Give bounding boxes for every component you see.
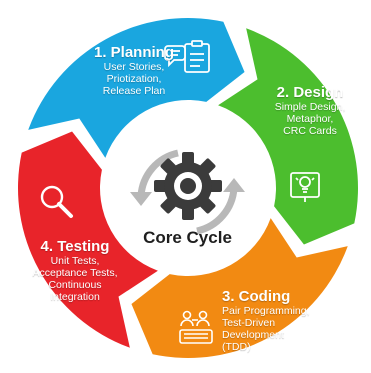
- phase-detail: CRC Cards: [283, 125, 337, 137]
- segment-testing: [18, 131, 158, 348]
- phase-detail: Unit Tests,: [50, 255, 100, 267]
- phase-detail: Priotization,: [106, 73, 162, 85]
- center-arrows-icon: [130, 149, 245, 235]
- center-label: Core Cycle: [143, 228, 232, 247]
- phase-title: 4. Testing: [40, 238, 110, 255]
- phase-detail: Release Plan: [102, 85, 166, 97]
- phase-testing-label: 4. Testing Unit Tests, Acceptance Tests,…: [20, 238, 130, 303]
- phase-design-label: 2. Design Simple Design, Metaphor, CRC C…: [262, 84, 358, 137]
- phase-coding-label: 3. Coding Pair Programming, Test-Driven …: [222, 288, 322, 353]
- gear-icon: [154, 152, 222, 220]
- lightbulb-board-icon: [290, 172, 320, 202]
- phase-title: 2. Design: [276, 84, 344, 101]
- phase-detail: Development: [222, 329, 284, 341]
- phase-detail: Acceptance Tests,: [32, 267, 118, 279]
- pair-programming-icon: [179, 310, 213, 344]
- phase-detail: Test-Driven: [222, 317, 276, 329]
- phase-detail: (TDD): [222, 341, 251, 353]
- magnifier-icon: [40, 185, 73, 218]
- segment-planning: [28, 18, 245, 158]
- segment-design: [218, 28, 359, 245]
- phase-detail: User Stories,: [103, 61, 165, 73]
- segment-coding: [131, 218, 348, 359]
- phase-detail: Pair Programming,: [222, 305, 310, 317]
- phase-title: 3. Coding: [222, 288, 291, 305]
- clipboard-chat-icon: [164, 40, 210, 73]
- phase-title: 1. Planning: [93, 44, 174, 61]
- phase-detail: Integration: [50, 291, 100, 303]
- phase-detail: Simple Design,: [274, 101, 346, 113]
- phase-detail: Metaphor,: [286, 113, 334, 125]
- phase-planning-label: 1. Planning User Stories, Priotization, …: [84, 44, 184, 97]
- phase-detail: Continuous: [48, 279, 102, 291]
